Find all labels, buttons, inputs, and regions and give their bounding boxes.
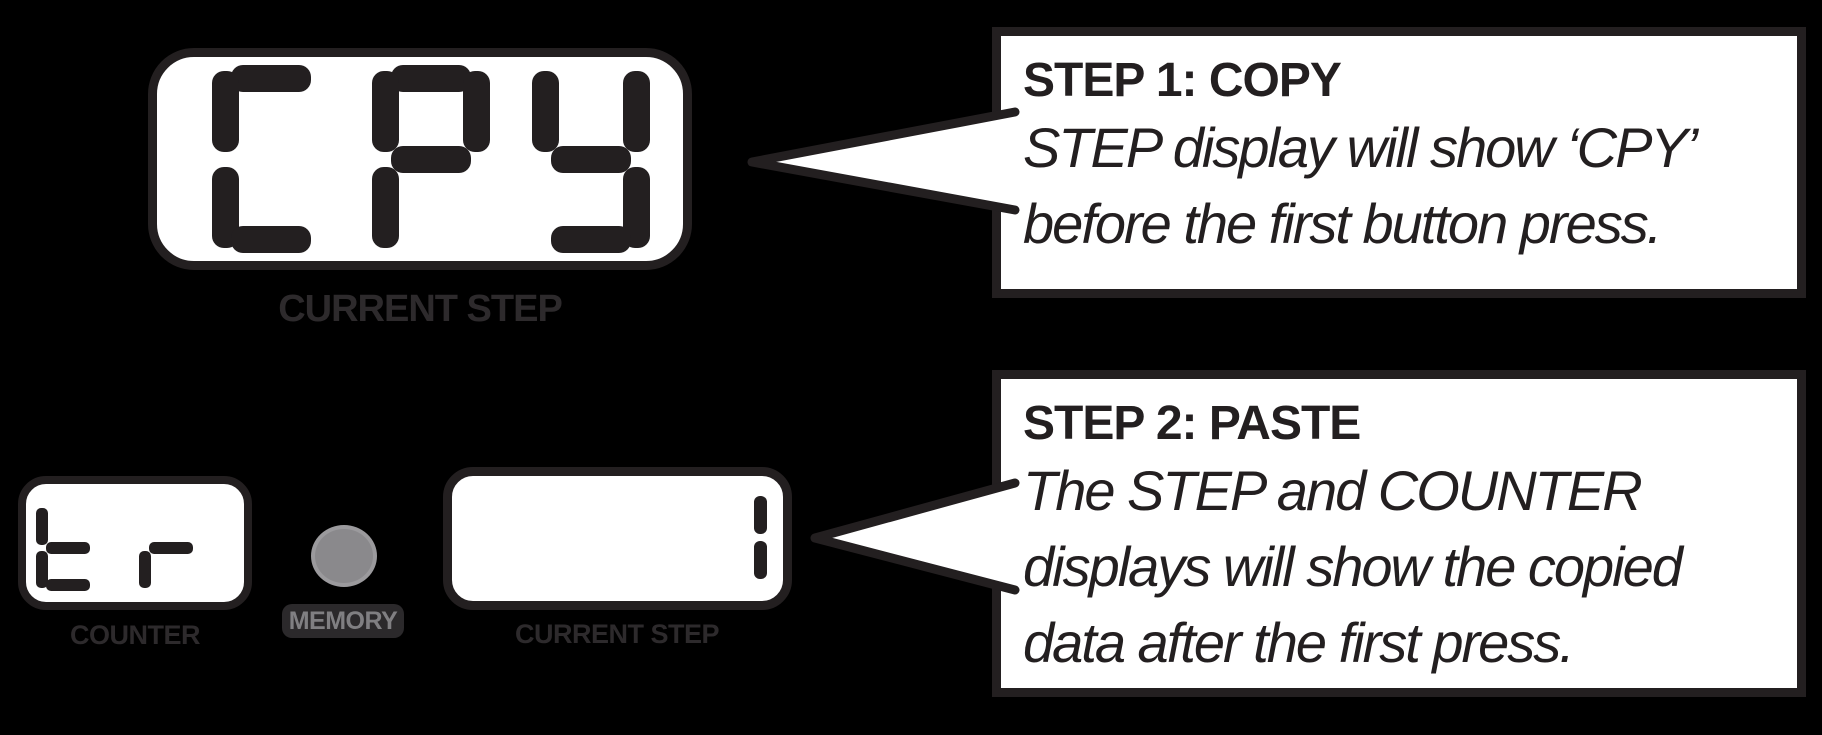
memory-badge-label: MEMORY <box>288 606 398 635</box>
seven-segment-value-1 <box>752 493 767 582</box>
seven-segment-value-tr <box>36 505 203 591</box>
seven-segment-digit <box>139 505 203 591</box>
seven-segment-digit <box>372 65 490 253</box>
bubble2-line1: The STEP and COUNTER <box>1023 459 1643 522</box>
current-step-label-top: CURRENT STEP <box>278 288 563 330</box>
speech-bubble-step1: STEP 1: COPY STEP display will show ‘CPY… <box>992 27 1806 298</box>
seven-segment-digit <box>212 65 330 253</box>
seven-segment-digit <box>36 505 100 591</box>
bubble1-pointer-tail <box>747 107 1020 215</box>
current-step-display-cpy <box>148 48 692 270</box>
memory-badge: MEMORY <box>282 604 404 638</box>
seven-segment-digit <box>532 65 650 253</box>
bubble2-line2: displays will show the copied <box>1023 535 1683 598</box>
counter-display-tr <box>18 476 252 610</box>
seven-segment-value-cpy <box>212 65 650 253</box>
bubble2-title: STEP 2: PASTE <box>1023 397 1361 450</box>
counter-label: COUNTER <box>70 620 201 650</box>
bubble1-title: STEP 1: COPY <box>1023 54 1342 107</box>
current-step-label-bottom: CURRENT STEP <box>514 619 720 649</box>
memory-led <box>311 525 377 587</box>
bubble1-line1: STEP display will show ‘CPY’ <box>1023 116 1698 179</box>
current-step-display-1 <box>443 467 792 610</box>
speech-bubble-step2: STEP 2: PASTE The STEP and COUNTER displ… <box>992 370 1806 697</box>
bubble2-line3: data after the first press. <box>1023 611 1575 674</box>
seven-segment-digit <box>752 493 767 582</box>
bubble1-line2: before the first button press. <box>1023 192 1662 255</box>
bubble2-pointer-tail <box>810 478 1020 595</box>
